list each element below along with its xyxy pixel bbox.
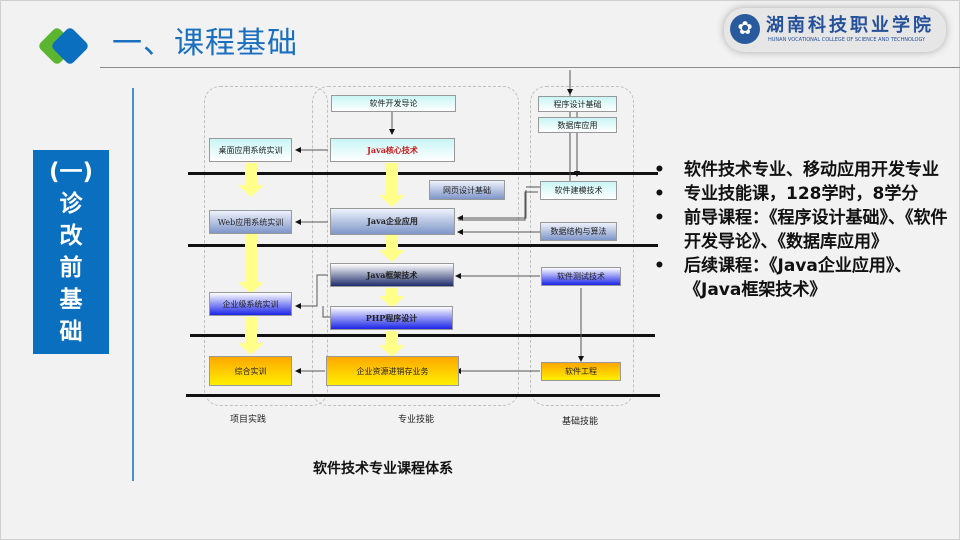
bullet-item: • 软件技术专业、移动应用开发专业 (648, 158, 960, 182)
bullet-text: 后续课程：《Java企业应用》、《Java框架技术》 (684, 256, 912, 300)
progress-arrow-icon (379, 331, 405, 357)
vertical-divider (132, 88, 134, 481)
node-enterprise-training: 企业级系统实训 (209, 292, 292, 316)
node-web-design: 网页设计基础 (429, 180, 505, 200)
node-desktop-training: 桌面应用系统实训 (209, 138, 292, 162)
section-tag: (一) 诊 改 前 基 础 (33, 150, 109, 354)
node-software-engineering: 软件工程 (541, 362, 621, 381)
section-tag-line: 改 (59, 223, 83, 249)
progress-arrow-icon (379, 234, 405, 262)
bullet-dot-icon: • (654, 256, 665, 276)
node-web-training: Web应用系统实训 (209, 210, 292, 234)
bullet-item: • 专业技能课，128学时，8学分 (648, 182, 960, 206)
bullet-dot-icon: • (654, 184, 665, 204)
node-java-framework: Java框架技术 (330, 263, 454, 287)
connector (457, 190, 527, 221)
connector (322, 306, 330, 318)
node-software-modeling: 软件建模技术 (540, 181, 617, 200)
bullet-list: • 软件技术专业、移动应用开发专业 • 专业技能课，128学时，8学分 • 前导… (648, 158, 960, 302)
bullet-dot-icon: • (654, 160, 665, 180)
section-tag-line: 前 (59, 255, 83, 281)
node-intro-software: 软件开发导论 (331, 95, 456, 112)
node-comprehensive-training: 综合实训 (209, 356, 292, 386)
bullet-text: 前导课程：《程序设计基础》、《软件开发导论》、《数据库应用》 (684, 208, 948, 252)
school-logo: ✿ 湖南科技职业学院 HUNAN VOCATIONAL COLLEGE OF S… (724, 8, 946, 52)
connector (458, 191, 538, 221)
progress-arrow-icon (238, 317, 264, 355)
node-php: PHP程序设计 (330, 306, 453, 330)
section-tag-line: 诊 (59, 191, 83, 217)
node-java-enterprise: Java企业应用 (330, 208, 455, 235)
title-divider (100, 67, 960, 68)
node-data-structure: 数据结构与算法 (540, 222, 617, 241)
progress-arrow-icon (238, 163, 264, 197)
level-line (188, 172, 658, 175)
emblem-icon: ✿ (730, 14, 760, 44)
level-line (186, 394, 660, 397)
page-title: 一、课程基础 (112, 26, 298, 61)
bullet-item: • 前导课程：《程序设计基础》、《软件开发导论》、《数据库应用》 (648, 206, 960, 254)
level-line (190, 334, 655, 337)
connector (295, 274, 328, 309)
diagram-caption: 软件技术专业课程体系 (313, 461, 453, 477)
node-database-app: 数据库应用 (538, 117, 617, 133)
bullet-text: 专业技能课，128学时，8学分 (684, 184, 919, 204)
school-name-cn: 湖南科技职业学院 (766, 15, 934, 36)
school-name-en: HUNAN VOCATIONAL COLLEGE OF SCIENCE AND … (768, 37, 926, 43)
progress-arrow-icon (238, 234, 264, 294)
diamond-logo-icon (37, 24, 90, 68)
column-label-practice: 项目实践 (230, 415, 267, 425)
progress-arrow-icon (379, 288, 405, 308)
bullet-item: • 后续课程：《Java企业应用》、《Java框架技术》 (648, 254, 960, 302)
node-software-testing: 软件测试技术 (541, 267, 621, 286)
section-tag-line: 基 (59, 287, 83, 313)
section-tag-line: (一) (48, 159, 94, 185)
connector-lines (295, 70, 584, 374)
column-label-basic: 基础技能 (562, 417, 599, 427)
node-java-core: Java核心技术 (330, 138, 455, 162)
curriculum-diagram: 桌面应用系统实训 Web应用系统实训 企业级系统实训 综合实训 软件开发导论 J… (180, 70, 660, 440)
bullet-text: 软件技术专业、移动应用开发专业 (684, 160, 939, 180)
section-tag-line: 础 (59, 319, 83, 345)
node-programming-basic: 程序设计基础 (538, 96, 617, 112)
node-erp: 企业资源进销存业务 (326, 356, 459, 386)
bullet-dot-icon: • (654, 208, 665, 228)
progress-arrow-icon (379, 163, 405, 207)
column-label-professional: 专业技能 (398, 415, 435, 425)
level-line (188, 244, 658, 247)
